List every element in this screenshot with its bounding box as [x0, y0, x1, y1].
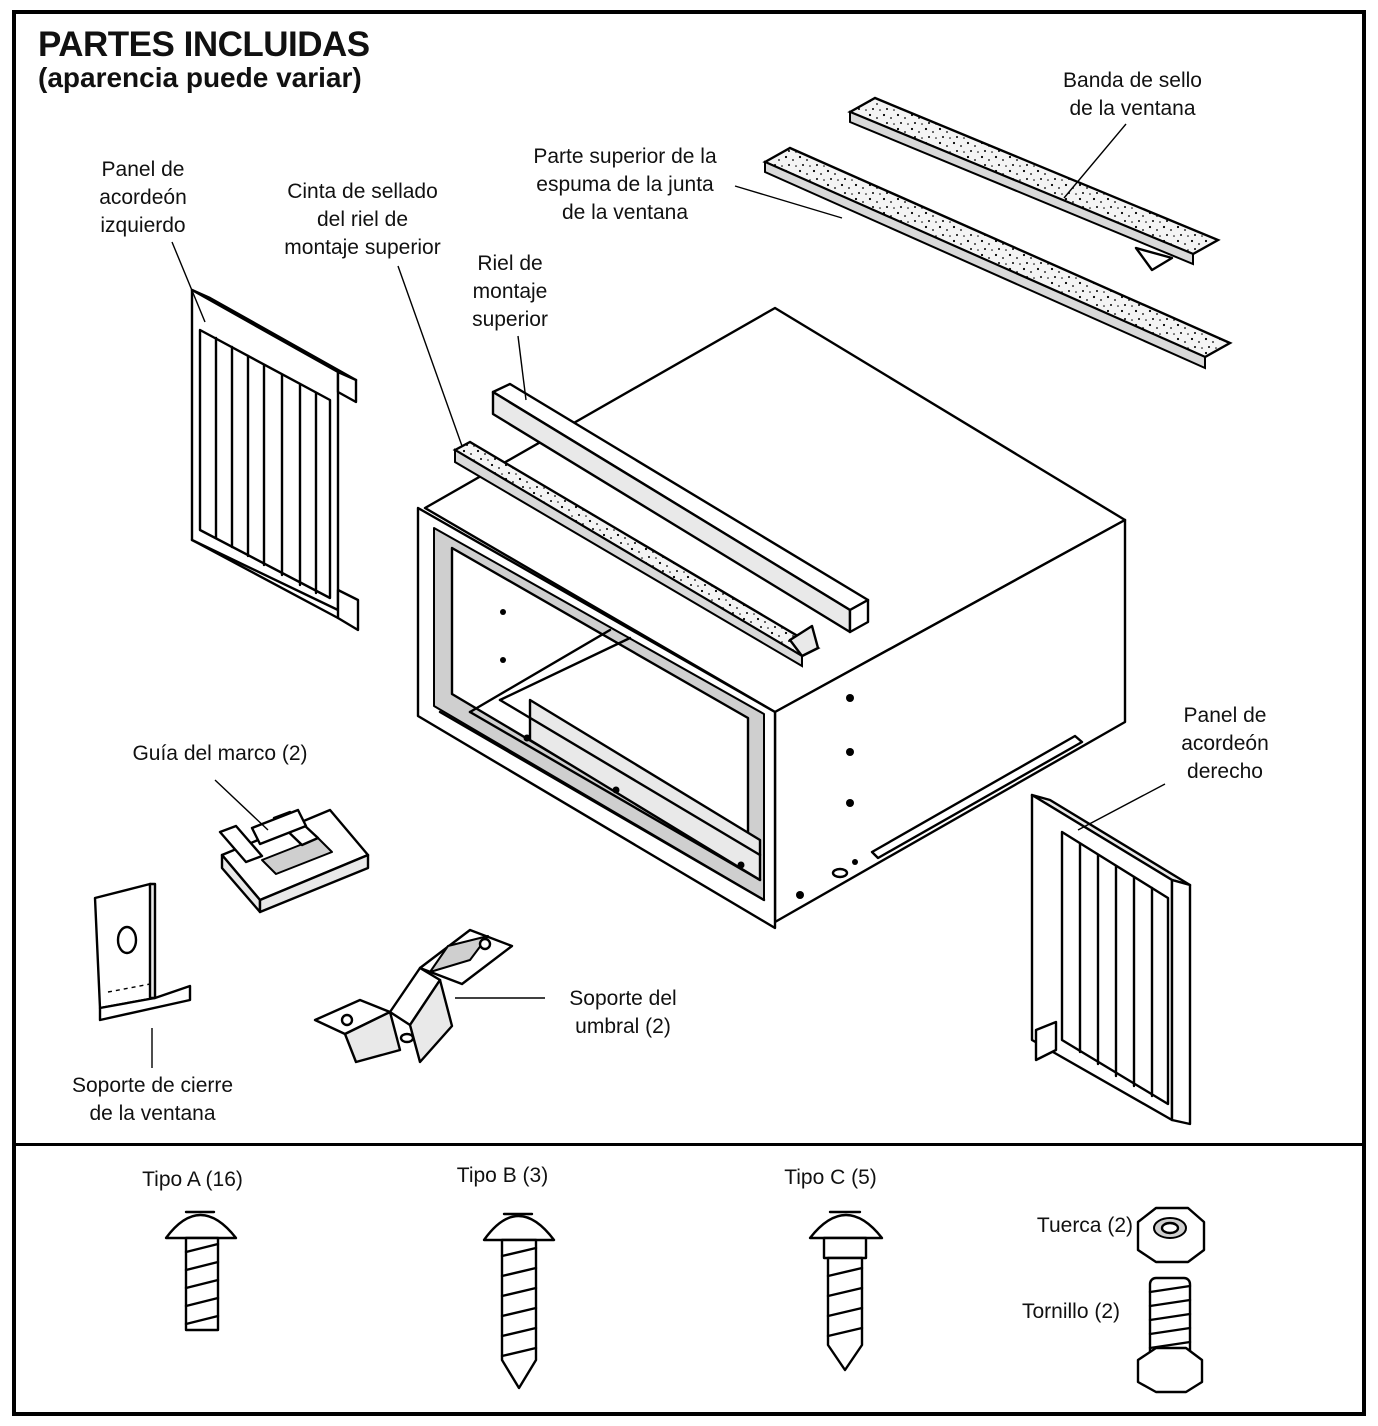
- screw-type-c: [808, 1210, 884, 1372]
- label-seal-strip: Banda de sello de la ventana: [1063, 69, 1202, 120]
- top-rail-sealing-tape: [452, 440, 821, 668]
- window-gasket-foam: [762, 146, 1233, 370]
- label-window-foam: Parte superior de la espuma de la junta …: [533, 145, 717, 224]
- label-right-accordion: Panel de acordeón derecho: [1181, 704, 1269, 783]
- label-top-rail-tape: Cinta de sellado del riel de montaje sup…: [284, 180, 441, 259]
- window-lock-bracket: [93, 882, 192, 1022]
- leader-top-rail: [517, 335, 527, 401]
- window-seal-strip: [847, 96, 1221, 272]
- label-left-accordion: Panel de acordeón izquierdo: [99, 158, 187, 237]
- label-sill-bracket: Soporte del umbral (2): [569, 987, 677, 1038]
- page-subtitle: (aparencia puede variar): [38, 62, 362, 93]
- label-bolt: Tornillo (2): [1021, 1300, 1120, 1323]
- window-sleeve-cabinet: [416, 306, 1127, 930]
- leader-left-accordion: [171, 241, 206, 323]
- right-accordion-panel: [1030, 793, 1192, 1126]
- label-top-rail: Riel de montaje superior: [472, 252, 548, 331]
- sill-bracket-part: [313, 928, 514, 1064]
- leader-window-foam: [734, 185, 843, 219]
- label-screw-type-c: Tipo C (5): [784, 1166, 877, 1189]
- leader-rail-tape: [397, 265, 463, 447]
- top-mounting-rail: [491, 382, 870, 634]
- leader-seal-strip: [1063, 123, 1127, 199]
- left-accordion-panel: [190, 288, 360, 632]
- page-title: PARTES INCLUIDAS: [38, 25, 370, 64]
- screw-type-a: [164, 1210, 238, 1332]
- label-window-lock: Soporte de cierre de la ventana: [71, 1074, 234, 1125]
- diagram-frame: [12, 10, 1366, 1416]
- leader-right-accordion: [1077, 783, 1166, 831]
- nut-part: [1136, 1206, 1206, 1264]
- screw-type-b: [482, 1212, 556, 1390]
- hardware-divider: [12, 1143, 1366, 1146]
- label-sash-guide: Guía del marco (2): [132, 742, 308, 765]
- sash-guide-part: [218, 808, 370, 914]
- label-screw-type-b: Tipo B (3): [456, 1164, 549, 1187]
- label-nut: Tuerca (2): [1036, 1214, 1133, 1237]
- label-screw-type-a: Tipo A (16): [142, 1168, 243, 1191]
- bolt-part: [1136, 1276, 1204, 1394]
- leader-sash-guide: [214, 779, 269, 831]
